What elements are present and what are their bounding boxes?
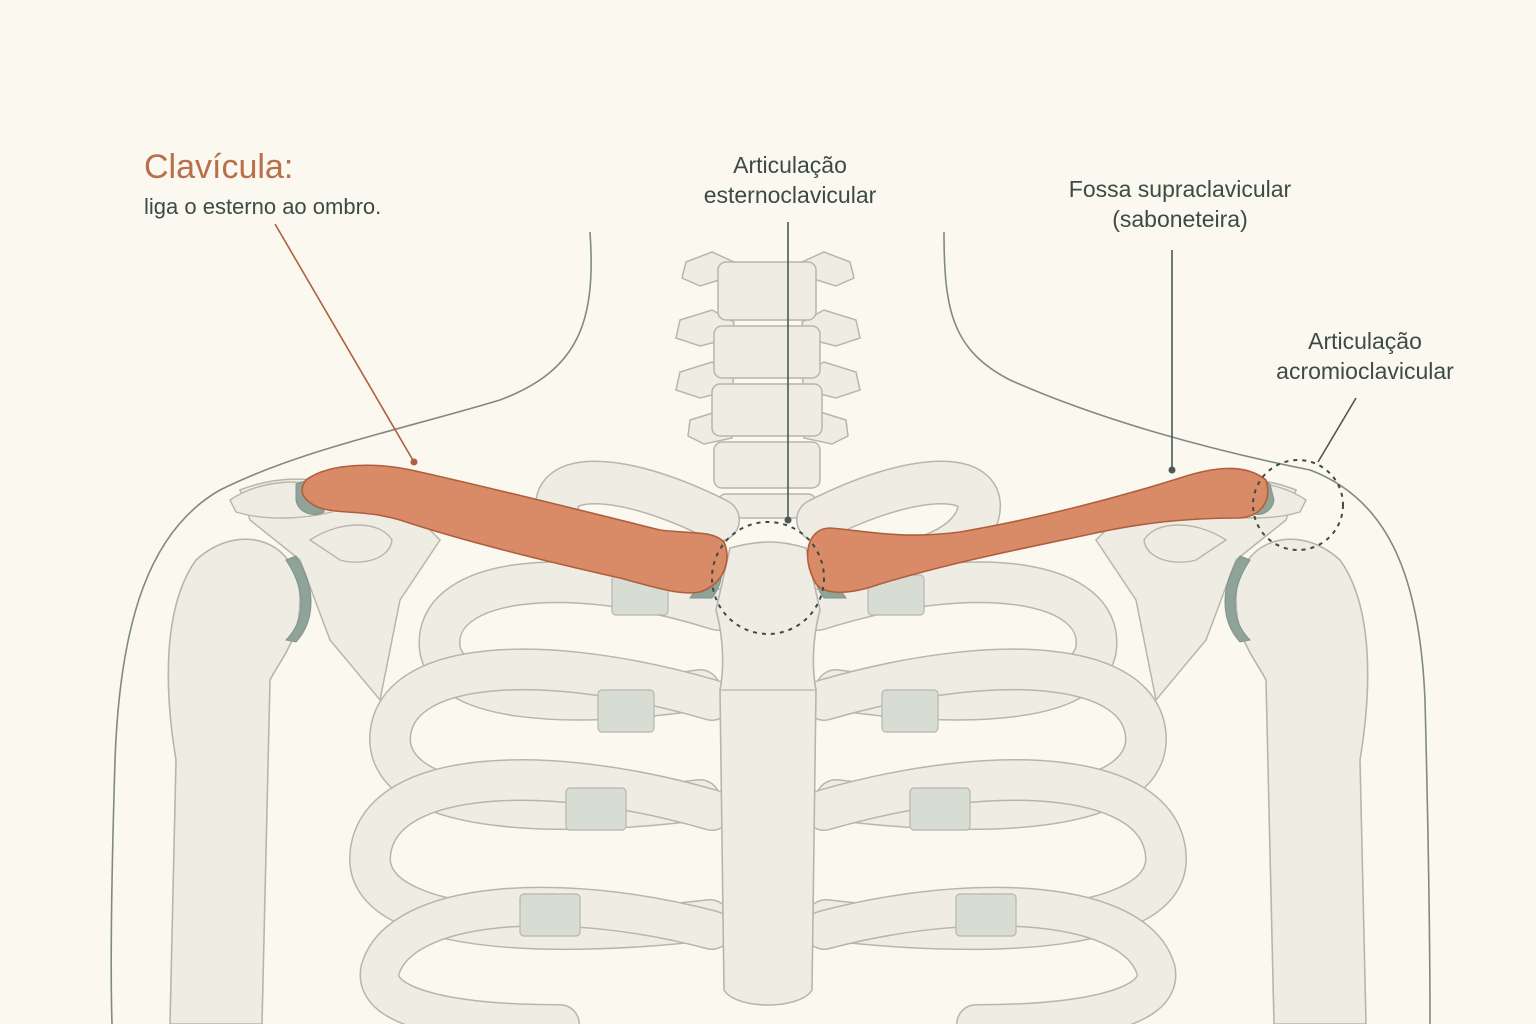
- sternoclavicular-label: Articulação esternoclavicular: [640, 150, 940, 210]
- rib-cartilage-left: [519, 574, 669, 937]
- coracoid-left: [308, 524, 393, 563]
- acromioclavicular-joint-marker: [1252, 459, 1344, 551]
- acromioclavicular-label-line1: Articulação: [1308, 328, 1422, 354]
- humerus-left: [167, 538, 301, 1024]
- clavicle-leader-dot: [410, 458, 418, 466]
- clavicle-label: Clavícula: liga o esterno ao ombro.: [144, 146, 381, 222]
- coracoid-right: [1143, 524, 1228, 563]
- supraclavicular-fossa-label: Fossa supraclavicular (saboneteira): [1030, 174, 1330, 234]
- rib-cartilage-right: [867, 574, 1017, 937]
- cervical-spine: [675, 251, 861, 519]
- sternoclavicular-label-line2: esternoclavicular: [703, 182, 877, 208]
- supraclavicular-label-line2: (saboneteira): [1112, 206, 1248, 232]
- sternum: [715, 541, 821, 1006]
- clavicle-left: [301, 464, 728, 594]
- humerus-right: [1235, 538, 1369, 1024]
- body-outline-right: [943, 231, 1431, 1024]
- supraclavicular-leader-dot: [1168, 466, 1176, 474]
- body-outline-left: [110, 231, 592, 1024]
- glenoid-right: [1224, 555, 1252, 643]
- glenoid-left: [284, 555, 312, 643]
- clavicle-right: [806, 467, 1269, 594]
- clavicle-title: Clavícula:: [144, 148, 294, 186]
- sternoclavicular-leader-dot: [784, 516, 792, 524]
- acromioclavicular-label: Articulação acromioclavicular: [1240, 326, 1490, 386]
- acromioclavicular-leader-line: [1317, 397, 1357, 463]
- clavicle-leader-line: [274, 223, 415, 463]
- clavicle-description: liga o esterno ao ombro.: [144, 194, 382, 219]
- acromioclavicular-label-line2: acromioclavicular: [1276, 358, 1454, 384]
- sternoclavicular-joint-marker: [711, 521, 825, 635]
- supraclavicular-label-line1: Fossa supraclavicular: [1068, 176, 1292, 202]
- sternoclavicular-label-line1: Articulação: [733, 152, 847, 178]
